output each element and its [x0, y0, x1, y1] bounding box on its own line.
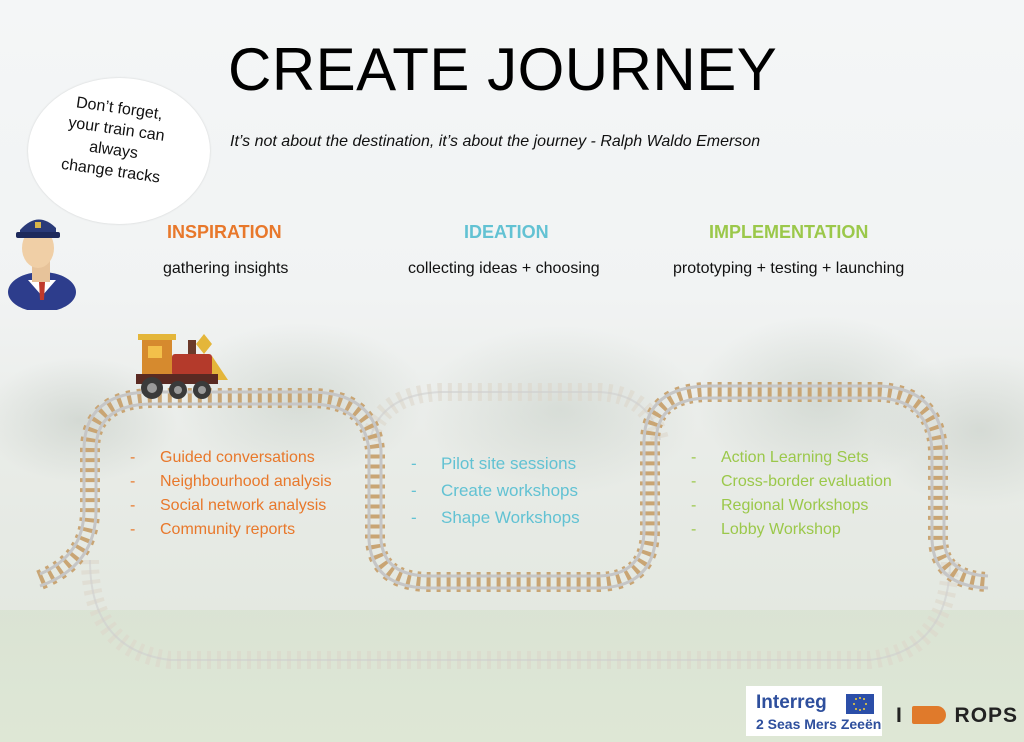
- activity-label: Create workshops: [441, 481, 579, 500]
- list-marker: -: [130, 497, 136, 514]
- list-marker: -: [411, 454, 417, 473]
- activity-label: Regional Workshops: [721, 497, 869, 514]
- interreg-logo: Interreg 2 Seas Mers Zeeën: [746, 686, 882, 736]
- list-item: - Guided conversations: [130, 446, 332, 470]
- ideation-activity-list: - Pilot site sessions - Create workshops -…: [411, 450, 580, 531]
- list-marker: -: [130, 449, 136, 466]
- quote-text: It’s not about the destination, it’s abo…: [230, 133, 761, 150]
- implementation-activity-list: - Action Learning Sets - Cross-border eval…: [691, 446, 892, 542]
- activity-label: Neighbourhood analysis: [160, 473, 332, 490]
- phase-subtitle-implementation: prototyping + testing + launching: [673, 260, 905, 277]
- list-marker: -: [691, 521, 697, 538]
- activity-label: Pilot site sessions: [441, 454, 577, 473]
- activity-label: Social network analysis: [160, 497, 327, 514]
- list-marker: -: [411, 481, 417, 500]
- list-item: - Lobby Workshop: [691, 518, 892, 542]
- list-item: - Shape Workshops: [411, 504, 580, 531]
- interreg-name: Interreg: [756, 692, 827, 713]
- interreg-subtitle: 2 Seas Mers Zeeën: [756, 716, 882, 732]
- list-marker: -: [130, 521, 136, 538]
- eu-flag-icon: [846, 694, 874, 714]
- list-item: - Regional Workshops: [691, 494, 892, 518]
- list-item: - Cross-border evaluation: [691, 470, 892, 494]
- activity-label: Action Learning Sets: [721, 449, 869, 466]
- phase-subtitle-ideation: collecting ideas + choosing: [408, 260, 600, 277]
- activity-label: Guided conversations: [160, 449, 315, 466]
- list-item: - Action Learning Sets: [691, 446, 892, 470]
- phase-title-ideation: IDEATION: [464, 222, 549, 242]
- phase-title-implementation: IMPLEMENTATION: [709, 222, 869, 242]
- conductor-icon: [8, 219, 76, 310]
- irops-left: I: [896, 704, 903, 727]
- page-title: CREATE JOURNEY: [228, 36, 778, 103]
- irops-logo: I ROPS: [896, 704, 1018, 728]
- inspiration-activity-list: - Guided conversations - Neighbourhood ana…: [130, 446, 332, 542]
- list-item: - Social network analysis: [130, 494, 332, 518]
- activity-label: Shape Workshops: [441, 508, 580, 527]
- list-marker: -: [130, 473, 136, 490]
- speech-bubble: [28, 78, 210, 224]
- list-item: - Pilot site sessions: [411, 450, 580, 477]
- list-marker: -: [691, 449, 697, 466]
- phase-subtitle-inspiration: gathering insights: [163, 260, 289, 277]
- list-item: - Create workshops: [411, 477, 580, 504]
- activity-label: Cross-border evaluation: [721, 473, 892, 490]
- phase-title-inspiration: INSPIRATION: [167, 222, 282, 242]
- irops-right: ROPS: [954, 704, 1019, 727]
- list-marker: -: [411, 508, 417, 527]
- activity-label: Community reports: [160, 521, 296, 538]
- list-marker: -: [691, 473, 697, 490]
- activity-label: Lobby Workshop: [721, 521, 841, 538]
- train-icon: [136, 334, 228, 399]
- list-item: - Community reports: [130, 518, 332, 542]
- list-marker: -: [691, 497, 697, 514]
- list-item: - Neighbourhood analysis: [130, 470, 332, 494]
- irops-drop-icon: [911, 706, 946, 724]
